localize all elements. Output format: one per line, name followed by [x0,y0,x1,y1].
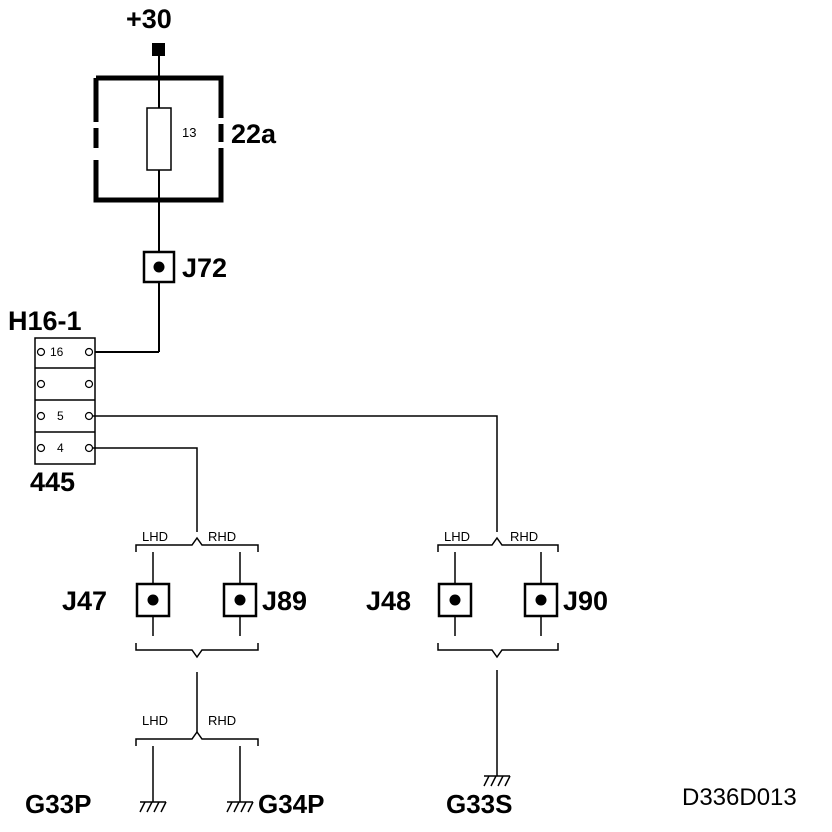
g33s-label: G33S [446,789,513,819]
supply-terminal [152,43,165,56]
harness-pin-5: 5 [57,409,64,423]
j90-label: J90 [563,586,608,616]
j48-label: J48 [366,586,411,616]
fuse-element [146,107,172,171]
fuse-number: 13 [182,125,196,140]
right-upper-lhd: LHD [444,529,470,544]
left-join-brace [135,643,259,659]
right-upper-rhd: RHD [510,529,538,544]
left-lower-variant-brace [135,730,259,746]
ground-icon-g33s [483,775,511,787]
j72-label: J72 [182,253,227,283]
harness-code: 445 [30,467,75,497]
pin4-wire [93,447,198,532]
supply-label: +30 [126,4,172,34]
g33p-label: G33P [25,789,92,819]
connector-j47 [135,582,171,618]
connector-j72 [142,250,176,284]
j47-label: J47 [62,586,107,616]
j89-label: J89 [262,586,307,616]
ground-icon-g34p [226,801,254,813]
harness-connector-h16-1 [34,337,96,465]
fuse-box-id: 22a [231,119,277,149]
connector-j90 [523,582,559,618]
left-lower-lhd: LHD [142,713,168,728]
connector-j48 [437,582,473,618]
right-upper-variant-brace [437,536,559,552]
harness-id: H16-1 [8,306,82,336]
left-upper-lhd: LHD [142,529,168,544]
diagram-code: D336D013 [682,784,797,811]
pin5-wire [93,415,498,532]
left-upper-rhd: RHD [208,529,236,544]
right-join-brace [437,643,559,659]
harness-pin-4: 4 [57,441,64,455]
harness-pin-16: 16 [50,345,64,359]
ground-icon-g33p [139,801,167,813]
left-upper-variant-brace [135,536,259,552]
g34p-label: G34P [258,789,325,819]
connector-j89 [222,582,258,618]
fuse-box-22a [93,75,224,203]
left-lower-rhd: RHD [208,713,236,728]
